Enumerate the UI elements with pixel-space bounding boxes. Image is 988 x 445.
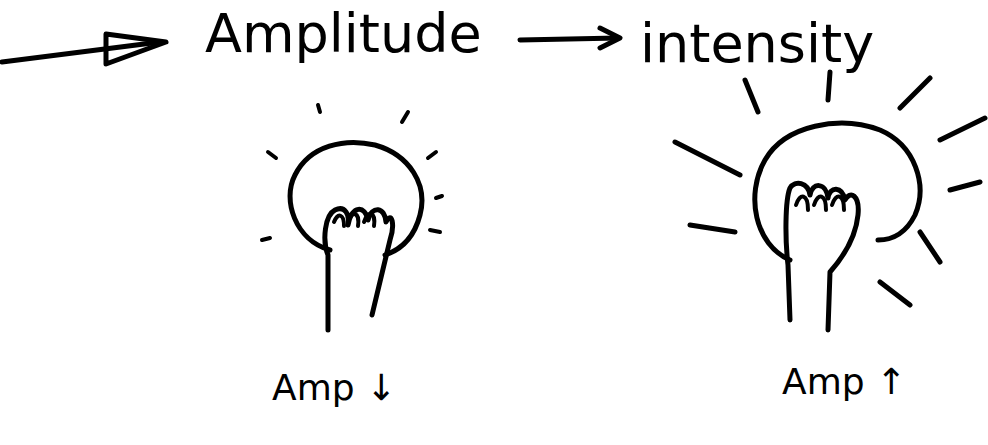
heading-word: intensity: [640, 14, 874, 73]
bulb-caption: Amp ↓: [272, 368, 396, 408]
relation-arrowhead: [600, 28, 620, 48]
bright-bulb: [675, 72, 985, 330]
heading-word: Amplitude: [205, 4, 482, 63]
lead-arrowhead: [106, 34, 166, 64]
dim-bulb: [262, 105, 442, 330]
bulb-caption: Amp ↑: [782, 362, 906, 402]
relation-arrow: [520, 38, 618, 40]
